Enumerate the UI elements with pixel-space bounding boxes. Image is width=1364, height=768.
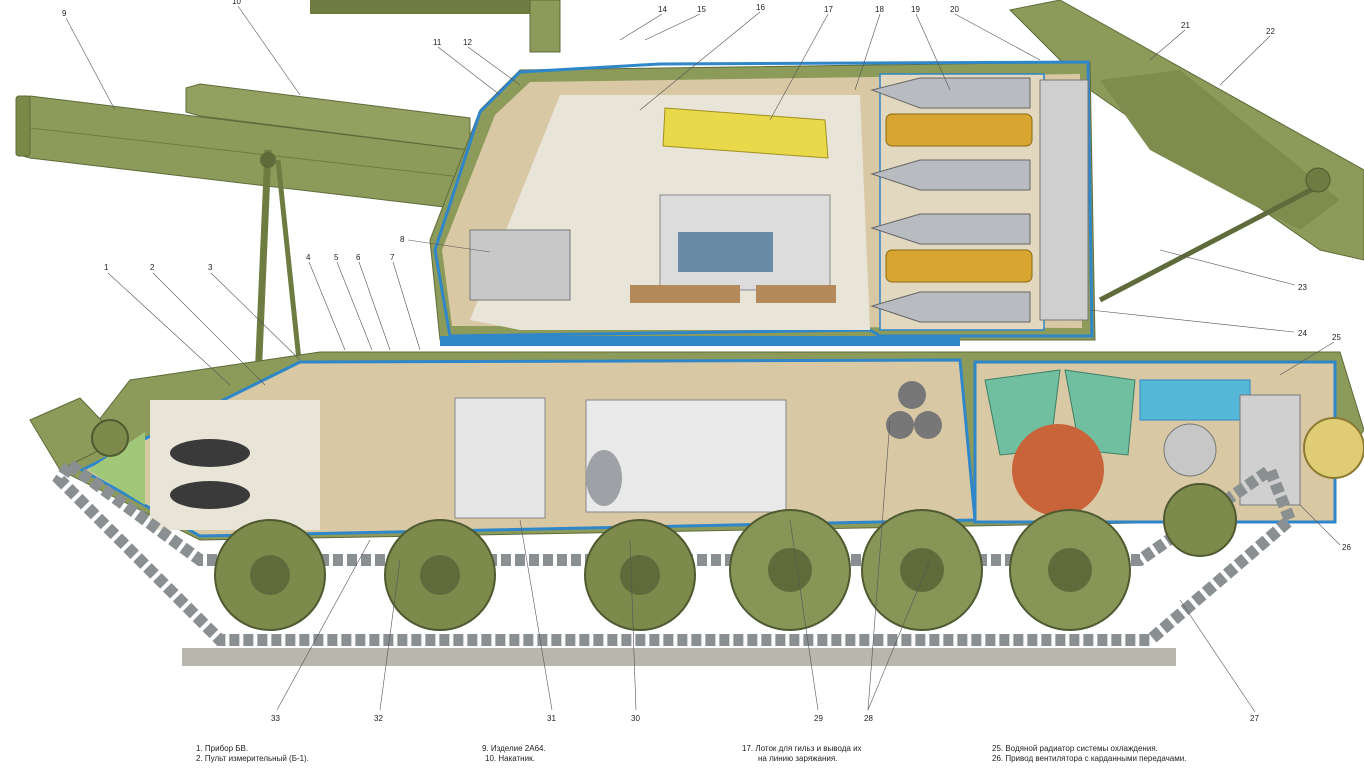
callout-18: 18 [875,5,884,14]
callout-23: 23 [1298,283,1307,292]
air-cylinder [170,439,250,467]
charge [885,113,1033,147]
callout-10: 10 [232,0,241,6]
ammunition-rack [870,73,1089,331]
callout-2: 2 [150,263,155,272]
road-wheels [91,419,1237,631]
legend-column-2: 9. Изделие 2А64. 10. Накатник. [482,744,546,764]
legend-column-3: 17. Лоток для гильз и вывода их на линию… [742,744,862,764]
callout-27: 27 [1250,714,1259,723]
parts-legend: 1. Прибор БВ. 2. Пульт измерительный (Б-… [0,744,1364,768]
callout-22: 22 [1266,27,1275,36]
callout-17: 17 [824,5,833,14]
callout-labels: 1 2 3 4 5 6 7 8 9 10 11 12 14 15 16 17 1… [62,0,1351,723]
callout-31: 31 [547,714,556,723]
legend-item: 25. Водяной радиатор системы охлаждения. [992,744,1158,753]
legend-item: 2. Пульт измерительный (Б-1). [196,754,309,763]
callout-24: 24 [1298,329,1307,338]
projectile [870,159,1031,191]
callout-5: 5 [334,253,339,262]
callout-20: 20 [950,5,959,14]
projectile [870,291,1031,323]
projectile [870,77,1031,109]
ground-strip [182,648,1176,666]
callout-25: 25 [1332,333,1341,342]
callout-9: 9 [62,9,67,18]
callout-26: 26 [1342,543,1351,552]
callout-3: 3 [208,263,213,272]
callout-8: 8 [400,235,405,244]
hull [59,351,1364,541]
callout-12: 12 [463,38,472,47]
track [52,456,1298,646]
drive-sprocket [1303,417,1364,479]
legend-item: 17. Лоток для гильз и вывода их [742,744,862,753]
projectile [870,213,1031,245]
cartridge-tray [662,107,829,159]
callout-1: 1 [104,263,109,272]
callout-33: 33 [271,714,280,723]
callout-32: 32 [374,714,383,723]
callout-14: 14 [658,5,667,14]
engine [973,360,1337,524]
legend-item: 9. Изделие 2А64. [482,744,546,753]
legend-item: 26. Привод вентилятора с карданными пере… [992,754,1187,763]
legend-column-1: 1. Прибор БВ. 2. Пульт измерительный (Б-… [196,744,309,764]
callout-21: 21 [1181,21,1190,30]
leader-lines [65,5,1341,713]
roof-machine-gun [310,0,561,53]
callout-28: 28 [864,714,873,723]
callout-7: 7 [390,253,395,262]
gun-barrel [15,83,471,211]
travel-lock [254,149,303,381]
callout-11: 11 [433,38,442,47]
charge [885,249,1033,283]
legend-column-4: 25. Водяной радиатор системы охлаждения.… [992,744,1186,764]
air-cylinder [170,481,250,509]
legend-item: 10. Накатник. [485,754,535,763]
callout-19: 19 [911,5,920,14]
callout-4: 4 [306,253,311,262]
callout-16: 16 [756,3,765,12]
callout-30: 30 [631,714,640,723]
legend-item: 1. Прибор БВ. [196,744,249,753]
callout-15: 15 [697,5,706,14]
callout-29: 29 [814,714,823,723]
callout-6: 6 [356,253,361,262]
legend-item: на линию заряжания. [758,754,838,763]
